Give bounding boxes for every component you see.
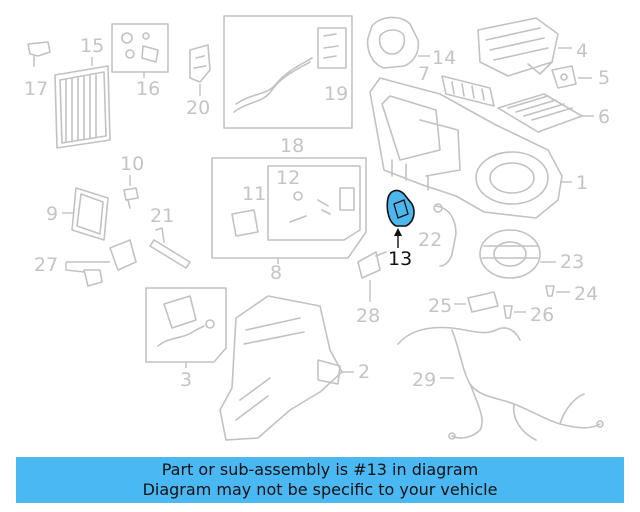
part-27-bracket <box>65 239 137 287</box>
notice-line-2: Diagram may not be specific to your vehi… <box>142 480 498 499</box>
part-29-wiring-harness <box>397 326 604 441</box>
callout-2: 2 <box>358 361 370 383</box>
part-2-housing-lower <box>219 295 343 441</box>
part-26-screw <box>503 305 513 319</box>
callout-3: 3 <box>180 369 192 391</box>
callout-24: 24 <box>574 283 598 305</box>
callout-13: 13 <box>388 248 412 270</box>
callout-11: 11 <box>242 183 266 205</box>
callout-23: 23 <box>560 251 584 273</box>
callout-17: 17 <box>24 78 48 100</box>
callout-9: 9 <box>46 203 58 225</box>
part-20-bracket <box>189 44 211 83</box>
callout-18: 18 <box>280 135 304 157</box>
part-6-cabin-filter <box>497 93 583 133</box>
callout-1: 1 <box>576 172 588 194</box>
part-10-sensor <box>123 187 139 209</box>
part-8-blend-assembly <box>211 157 367 259</box>
callout-10: 10 <box>120 153 144 175</box>
part-15-evaporator-core <box>54 65 111 149</box>
part-14-seal <box>366 16 420 69</box>
notice-banner: Part or sub-assembly is #13 in diagram D… <box>16 457 624 503</box>
part-7-gasket <box>441 75 495 107</box>
part-1-hvac-case <box>369 77 563 219</box>
callout-19: 19 <box>324 83 348 105</box>
callout-27: 27 <box>34 254 58 276</box>
part-5-actuator <box>551 65 577 89</box>
part-28-connector <box>357 251 387 279</box>
callout-6: 6 <box>598 106 610 128</box>
part-16-hardware-kit <box>111 23 169 73</box>
callout-14: 14 <box>432 47 456 69</box>
callout-4: 4 <box>576 40 588 62</box>
part-13-highlighted <box>386 189 415 248</box>
part-3-linkage <box>145 287 227 363</box>
callout-20: 20 <box>186 97 210 119</box>
part-24-screw <box>545 285 555 297</box>
part-22-hose <box>433 203 457 267</box>
callout-26: 26 <box>530 304 554 326</box>
callout-29: 29 <box>412 369 436 391</box>
callout-21: 21 <box>150 205 174 227</box>
part-25-resistor <box>467 291 499 313</box>
callout-28: 28 <box>356 305 380 327</box>
notice-line-1: Part or sub-assembly is #13 in diagram <box>161 460 479 479</box>
part-23-blower-wheel <box>479 229 541 279</box>
callout-15: 15 <box>80 35 104 57</box>
part-9-filter-frame <box>71 187 109 241</box>
callout-12: 12 <box>276 167 300 189</box>
callout-5: 5 <box>598 67 610 89</box>
callout-25: 25 <box>428 295 452 317</box>
callout-22: 22 <box>418 229 442 251</box>
part-17-connector <box>27 41 51 67</box>
part-21-actuator <box>149 227 191 269</box>
part-18-line-assembly <box>223 15 353 129</box>
part-4-housing-upper <box>477 17 559 77</box>
callout-7: 7 <box>418 63 430 85</box>
callout-16: 16 <box>136 78 160 100</box>
callout-8: 8 <box>270 262 282 284</box>
